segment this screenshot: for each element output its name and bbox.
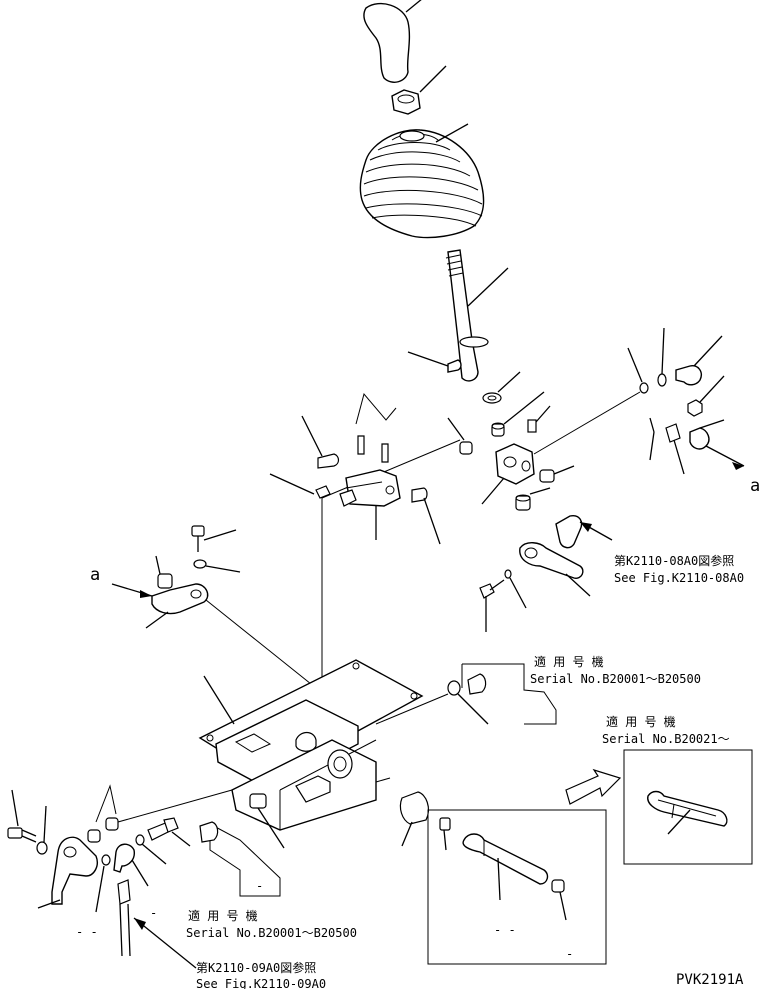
lever-boot <box>359 123 485 239</box>
ball-joint <box>675 335 723 386</box>
serial-callout-2 <box>623 749 753 865</box>
bushing <box>87 784 233 843</box>
dash-mark: - <box>256 879 263 893</box>
washer <box>193 559 241 573</box>
nut <box>687 375 725 417</box>
lever-knob <box>363 0 422 83</box>
dash-mark: - - <box>76 925 98 939</box>
bushing <box>155 555 173 589</box>
figure-code: PVK2191A <box>676 972 744 988</box>
washer <box>36 805 48 855</box>
pin <box>649 417 655 461</box>
nut <box>135 834 167 865</box>
serial-2-jp: 適 用 号 機 <box>606 714 676 729</box>
serial-3-en: Serial No.B20001～B20500 <box>186 926 357 940</box>
bushing <box>399 791 430 847</box>
ref-a-left: a <box>90 565 100 585</box>
control-cable <box>117 879 197 969</box>
knob-nut <box>391 65 447 115</box>
washer <box>95 854 111 913</box>
serial-3-jp: 適 用 号 機 <box>188 908 258 923</box>
washer <box>482 371 521 404</box>
ref-k2110-08-jp: 第K2110-08A0図参照 <box>614 553 734 568</box>
serial-1-jp: 適 用 号 機 <box>534 654 604 669</box>
bushing <box>249 793 285 849</box>
serial-2-en: Serial No.B20021～ <box>602 732 730 746</box>
spring-pin <box>665 423 685 475</box>
dash-mark: - <box>150 906 157 920</box>
bolt <box>191 525 237 552</box>
serial-callout-1 <box>461 663 557 725</box>
universal-joint <box>481 443 535 505</box>
ref-a-right: a <box>750 476 760 496</box>
ref-k2110-09-en: See Fig.K2110-09A0 <box>196 977 326 989</box>
serial-callout-left <box>199 821 281 897</box>
clip <box>269 473 331 499</box>
washer <box>627 347 649 394</box>
pin <box>301 415 340 469</box>
control-arm <box>519 542 591 597</box>
pin <box>411 487 441 545</box>
serial-callout-3 <box>427 809 607 965</box>
washer <box>657 327 667 387</box>
split-pin <box>355 392 397 463</box>
dash-mark: - <box>566 947 573 961</box>
clevis-bracket <box>339 469 401 540</box>
bolt <box>7 789 37 843</box>
bolt <box>479 579 505 632</box>
washer <box>504 569 527 609</box>
bushing <box>491 391 545 437</box>
ref-k2110-09-jp: 第K2110-09A0図参照 <box>196 960 316 975</box>
lever-bracket <box>37 836 98 909</box>
rod-end <box>113 843 149 887</box>
ref-k2110-08-en: See Fig.K2110-08A0 <box>614 571 744 585</box>
dash-mark: - - <box>494 923 516 937</box>
arrow-icon <box>565 768 622 805</box>
bushing <box>447 417 473 455</box>
lever-rod <box>445 249 509 382</box>
bushing <box>539 465 575 483</box>
screw <box>527 405 551 433</box>
bushing <box>447 680 489 725</box>
ball-joint <box>555 515 613 549</box>
rod-end <box>145 583 317 689</box>
bushing <box>515 487 551 511</box>
serial-1-en: Serial No.B20001～B20500 <box>530 672 701 686</box>
bolt <box>147 817 191 847</box>
rod-end <box>689 419 745 470</box>
pin <box>407 351 462 373</box>
lever-housing <box>215 699 391 831</box>
